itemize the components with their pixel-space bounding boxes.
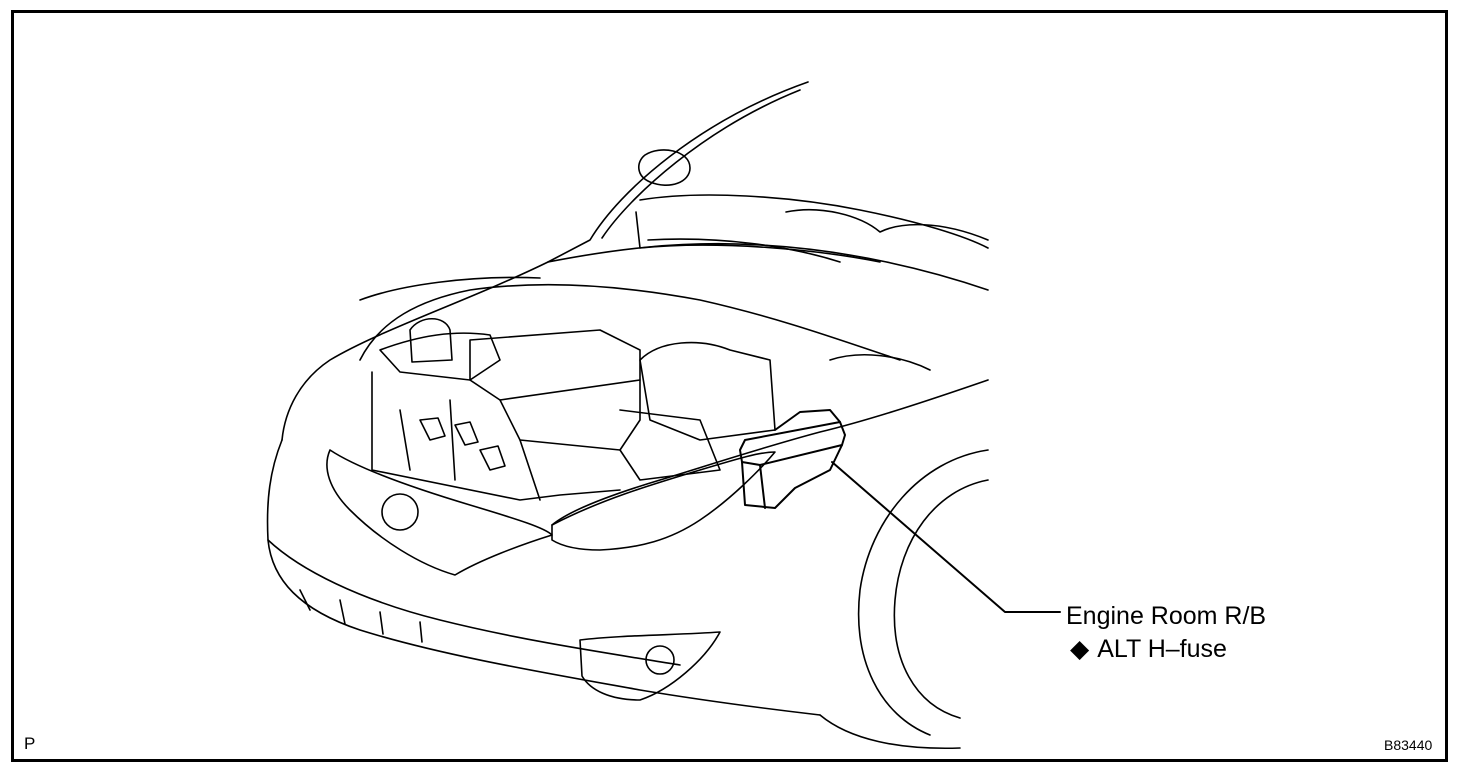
callout-line-2: ◆ALT H–fuse	[1066, 633, 1266, 666]
fog-lamp	[579, 631, 721, 701]
headlight	[326, 449, 553, 576]
corner-label: P	[24, 734, 36, 753]
engine-room-relay-box	[739, 409, 846, 509]
body-outline	[266, 261, 989, 716]
front-wheel	[819, 449, 989, 750]
figure-id: B83440	[1384, 737, 1433, 753]
callout-leader-line	[831, 461, 1061, 613]
raised-hood	[547, 81, 989, 291]
right-headlamp	[551, 451, 776, 551]
black-diamond-icon: ◆	[1070, 635, 1090, 663]
engine-bay	[359, 276, 931, 501]
figure-frame	[11, 10, 1448, 762]
callout-label: Engine Room R/B ◆ALT H–fuse	[1066, 600, 1266, 666]
callout-line-2-text: ALT H–fuse	[1097, 635, 1227, 663]
callout-line-1: Engine Room R/B	[1066, 602, 1267, 630]
